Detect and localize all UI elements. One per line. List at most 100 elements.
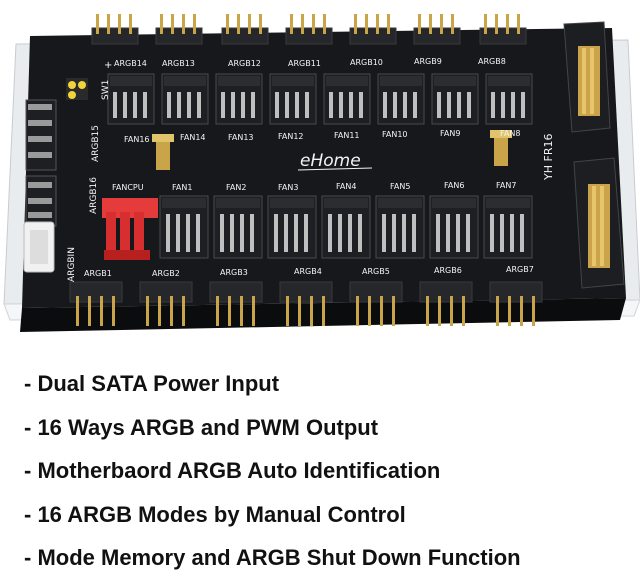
label-argb1: ARGB1 [84, 269, 112, 278]
label-argb9: ARGB9 [414, 57, 442, 66]
label-argb6: ARGB6 [434, 266, 462, 275]
silver-pin [490, 214, 494, 252]
silver-pin [437, 92, 441, 118]
gold-pin [496, 296, 499, 326]
silver-pin [187, 92, 191, 118]
plus-marker: + [104, 60, 112, 71]
silver-pin [338, 214, 342, 252]
gold-pin [158, 296, 161, 326]
silver-pin [500, 214, 504, 252]
gold-pin [356, 296, 359, 326]
bottom-pin-headers [76, 296, 535, 326]
top-header-block [479, 27, 527, 45]
gold-pin [170, 296, 173, 326]
connector-rail [434, 76, 476, 86]
silver-pin [349, 92, 353, 118]
silver-pin [251, 92, 255, 118]
gold-pin [323, 14, 326, 34]
label-argb4: ARGB4 [294, 267, 322, 276]
bottom-header-block [279, 281, 333, 303]
gold-pin [451, 14, 454, 34]
gold-pin [312, 14, 315, 34]
sata-connector-bottom [573, 157, 625, 289]
gold-pin [112, 296, 115, 326]
label-argb2: ARGB2 [152, 269, 180, 278]
silver-pin [339, 92, 343, 118]
top-pin-headers [91, 14, 527, 45]
top-header-block [349, 27, 397, 45]
label-fan12: FAN12 [278, 132, 304, 141]
argb-top-connectors [107, 73, 533, 125]
label-fan1: FAN1 [172, 183, 192, 192]
silver-pin [358, 214, 362, 252]
silver-pin [113, 92, 117, 118]
gold-pin [216, 296, 219, 326]
gold-pin [182, 296, 185, 326]
top-header-block [221, 27, 269, 45]
sata-connector-top [563, 21, 611, 133]
connector-rail [270, 198, 314, 208]
gold-pin [506, 14, 509, 34]
silver-pin [240, 214, 244, 252]
bottom-header-block [209, 281, 263, 303]
gold-pin [380, 296, 383, 326]
silver-pin [466, 214, 470, 252]
gold-pin [517, 14, 520, 34]
silver-pin [220, 214, 224, 252]
silver-pin [275, 92, 279, 118]
label-argb5: ARGB5 [362, 267, 390, 276]
silver-pin [230, 214, 234, 252]
label-argb11: ARGB11 [288, 59, 321, 68]
gold-pin [171, 14, 174, 34]
gold-pin [462, 296, 465, 326]
label-fan6: FAN6 [444, 181, 464, 190]
silver-pin [348, 214, 352, 252]
gold-pin [182, 14, 185, 34]
connector-rail [380, 76, 422, 86]
silver-pin [402, 214, 406, 252]
silver-pin [520, 214, 524, 252]
gold-pin [228, 296, 231, 326]
top-header-block [285, 27, 333, 45]
silver-pin [510, 214, 514, 252]
silver-pin [392, 214, 396, 252]
silver-pin [167, 92, 171, 118]
gold-pin [368, 296, 371, 326]
silver-pin [285, 92, 289, 118]
argb-in-connector [23, 221, 55, 273]
gold-pin [298, 296, 301, 326]
fancpu-red-header [102, 198, 158, 260]
label-argb15: ARGB15 [91, 125, 101, 162]
feature-item: - Dual SATA Power Input [24, 371, 280, 396]
standoff-left [152, 134, 174, 170]
silver-pin [241, 92, 245, 118]
feature-item: - 16 ARGB Modes by Manual Control [24, 501, 406, 527]
left-side-connectors [25, 99, 57, 227]
gold-pin [387, 14, 390, 34]
label-fan16: FAN16 [124, 135, 150, 144]
top-header-block [155, 27, 203, 45]
label-argbin: ARGBIN [67, 247, 77, 282]
silver-pin [295, 92, 299, 118]
connector-rail [486, 198, 530, 208]
silver-pin [196, 214, 200, 252]
silver-pin [456, 214, 460, 252]
gold-pin [240, 296, 243, 326]
label-fan11: FAN11 [334, 131, 360, 140]
silver-pin [329, 92, 333, 118]
label-argb10: ARGB10 [350, 58, 383, 67]
label-argb13: ARGB13 [162, 59, 195, 68]
silver-pin [511, 92, 515, 118]
feature-list: - Dual SATA Power Input - 16 Ways ARGB a… [24, 362, 624, 580]
gold-pin [100, 296, 103, 326]
feature-item: - Mode Memory and ARGB Shut Down Functio… [24, 545, 521, 570]
label-fan9: FAN9 [440, 129, 460, 138]
silver-pin [176, 214, 180, 252]
silver-pin [436, 214, 440, 252]
label-fan5: FAN5 [390, 182, 410, 191]
gold-pin [129, 14, 132, 34]
gold-pin [118, 14, 121, 34]
connector-rail [378, 198, 422, 208]
gold-pin [259, 14, 262, 34]
gold-pin [438, 296, 441, 326]
